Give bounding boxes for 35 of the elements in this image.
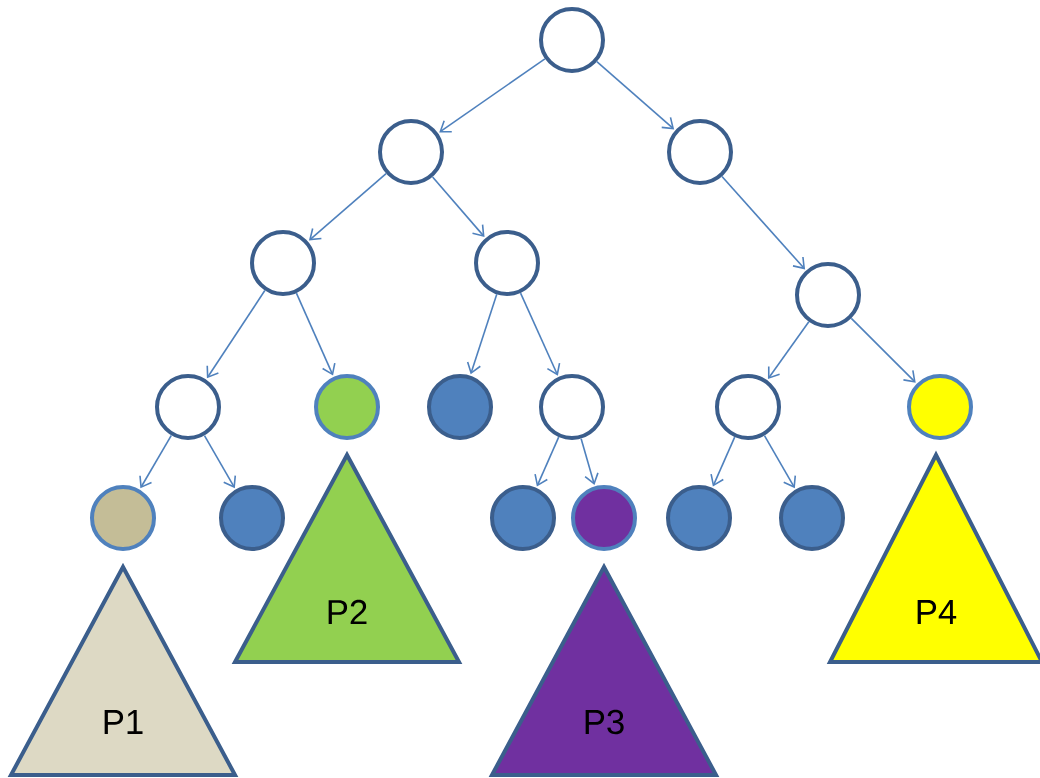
leaf-node-circle: [779, 485, 845, 551]
leaf-node-circle: [907, 374, 973, 440]
arrow: [519, 292, 561, 376]
leaf-node-circle: [666, 485, 732, 551]
arrow: [763, 434, 797, 489]
tree-node-circle: [539, 374, 605, 440]
leaf-node-circle: [571, 485, 637, 551]
arrow: [139, 434, 173, 489]
tree-node-circle: [474, 230, 540, 296]
tree-node-circle: [715, 374, 781, 440]
arrow: [596, 60, 675, 130]
arrow: [206, 289, 266, 379]
arrow: [308, 172, 387, 241]
arrow: [580, 437, 599, 485]
arrow: [710, 436, 736, 487]
arrow: [439, 58, 546, 133]
leaf-node-circle: [314, 374, 380, 440]
arrow: [431, 176, 485, 238]
leaf-node-circle: [90, 485, 156, 551]
leaf-node-circle: [219, 485, 285, 551]
tree-node-circle: [539, 7, 605, 73]
arrow: [850, 317, 916, 383]
tree-node-circle: [155, 374, 221, 440]
arrow: [767, 321, 810, 380]
arrow: [466, 293, 498, 375]
tree-node-circle: [795, 262, 861, 328]
leaf-node-circle: [490, 485, 556, 551]
arrow: [534, 436, 560, 487]
arrow: [721, 175, 806, 270]
arrow: [203, 434, 237, 489]
tree-node-circle: [250, 230, 316, 296]
arrow: [295, 292, 336, 376]
tree-node-circle: [378, 119, 444, 185]
tree-node-circle: [667, 119, 733, 185]
leaf-node-circle: [427, 374, 493, 440]
